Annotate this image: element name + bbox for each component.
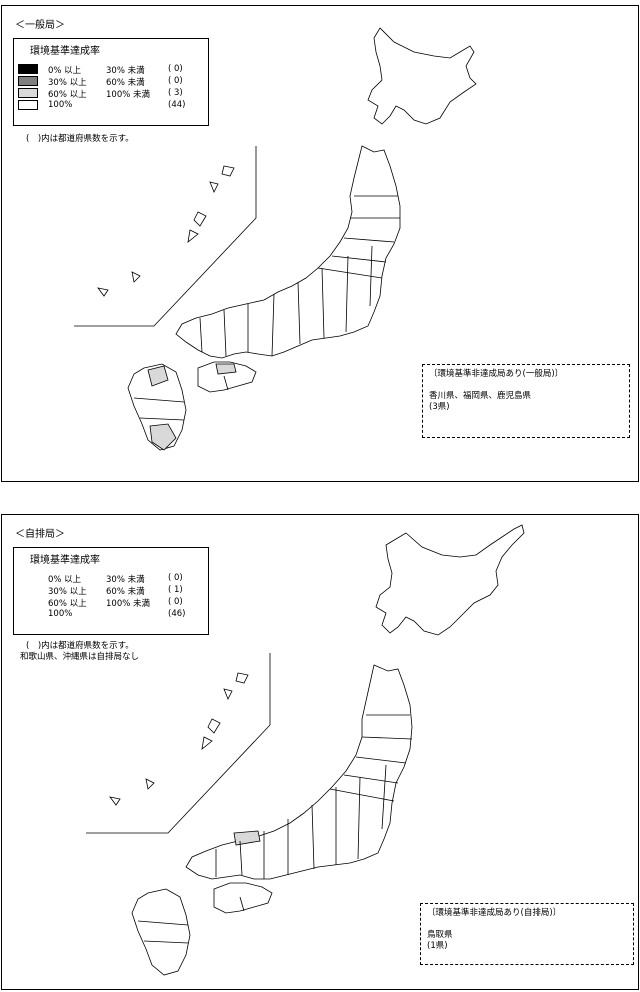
legend-row: 100% (46) — [18, 609, 206, 620]
legend-row: 30% 以上 60% 未満 ( 1) — [18, 585, 206, 597]
map-panel-roadside: ＜自排局＞ 環境基準達成率 0% 以上 30% 未満 ( 0) 30% 以上 6… — [1, 514, 639, 990]
legend-lower: 100% — [48, 100, 73, 110]
legend-lower: 0% 以上 — [48, 66, 82, 76]
legend-upper: 60% 未満 — [106, 587, 145, 597]
legend-upper: 30% 未満 — [106, 66, 145, 76]
island — [461, 73, 467, 79]
footnote: ( )内は都道府県数を示す。 — [26, 641, 134, 651]
legend-lower: 30% 以上 — [48, 78, 87, 88]
legend-upper: 60% 未満 — [106, 78, 145, 88]
legend-count: ( 3) — [168, 88, 183, 98]
legend-swatch — [18, 88, 38, 98]
legend-lower: 60% 以上 — [48, 90, 87, 100]
legend-swatch — [18, 76, 38, 86]
legend-title: 環境基準達成率 — [30, 46, 100, 57]
kagoshima-highlight — [149, 423, 177, 451]
hokkaido — [375, 524, 525, 636]
tottori-highlight — [233, 830, 261, 846]
callout-line: 鳥取県 — [427, 930, 453, 940]
section-title: ＜一般局＞ — [15, 20, 65, 31]
section-title: ＜自排局＞ — [15, 529, 65, 540]
legend-swatch — [18, 100, 38, 110]
legend-lower: 0% 以上 — [48, 575, 82, 585]
legend-title: 環境基準達成率 — [30, 555, 100, 566]
map-panel-general: ＜一般局＞ 環境基準達成率 0% 以上 30% 未満 ( 0) 30% 以上 6… — [1, 5, 639, 482]
legend-count: ( 1) — [168, 585, 183, 595]
legend-lower: 60% 以上 — [48, 599, 87, 609]
callout-title: 〔環境基準非達成局あり(一般局)〕 — [429, 369, 564, 379]
legend: 環境基準達成率 0% 以上 30% 未満 ( 0) 30% 以上 60% 未満 … — [13, 38, 209, 126]
inset-frame — [86, 653, 271, 834]
legend-lower: 100% — [48, 609, 73, 619]
legend-row: 60% 以上 100% 未満 ( 3) — [18, 88, 206, 100]
inset-frame — [74, 146, 257, 327]
japan-map — [86, 524, 525, 989]
legend-lower: 30% 以上 — [48, 587, 87, 597]
legend-upper: 100% 未満 — [106, 599, 151, 609]
legend-row: 100% (44) — [18, 100, 206, 111]
legend-row: 60% 以上 100% 未満 ( 0) — [18, 597, 206, 609]
callout-title: 〔環境基準非達成局あり(自排局)〕 — [427, 908, 562, 918]
legend-count: ( 0) — [168, 64, 183, 74]
non-attainment-callout: 〔環境基準非達成局あり(一般局)〕 香川県、福岡県、鹿児島県 (3県) — [422, 364, 630, 438]
callout-line: (3県) — [429, 402, 450, 412]
shikoku — [213, 882, 273, 914]
hokkaido — [367, 27, 477, 125]
island — [489, 572, 495, 578]
legend-row: 0% 以上 30% 未満 ( 0) — [18, 573, 206, 585]
legend-row: 30% 以上 60% 未満 ( 0) — [18, 76, 206, 88]
legend-upper: 100% 未満 — [106, 90, 151, 100]
legend-count: ( 0) — [168, 573, 183, 583]
footnote: 和歌山県、沖縄県は自排局なし — [20, 652, 140, 662]
legend-count: ( 0) — [168, 76, 183, 86]
legend-upper: 30% 未満 — [106, 575, 145, 585]
legend-row: 0% 以上 30% 未満 ( 0) — [18, 64, 206, 76]
japan-map — [74, 27, 478, 469]
okinawa-islands — [235, 672, 249, 684]
legend-swatch — [18, 64, 38, 74]
footnote: ( )内は都道府県数を示す。 — [26, 134, 134, 144]
kagawa-highlight — [215, 363, 237, 375]
callout-line: 香川県、福岡県、鹿児島県 — [429, 391, 532, 401]
legend: 環境基準達成率 0% 以上 30% 未満 ( 0) 30% 以上 60% 未満 … — [13, 547, 209, 635]
honshu — [175, 145, 401, 359]
honshu — [185, 664, 413, 880]
kyushu — [131, 888, 191, 976]
shikoku — [197, 361, 257, 393]
okinawa-islands — [221, 165, 235, 177]
kyushu — [127, 363, 187, 451]
callout-line: (1県) — [427, 941, 448, 951]
legend-count: (46) — [168, 609, 186, 619]
non-attainment-callout: 〔環境基準非達成局あり(自排局)〕 鳥取県 (1県) — [420, 903, 634, 965]
fukuoka-highlight — [147, 365, 169, 387]
legend-count: ( 0) — [168, 597, 183, 607]
legend-count: (44) — [168, 100, 186, 110]
